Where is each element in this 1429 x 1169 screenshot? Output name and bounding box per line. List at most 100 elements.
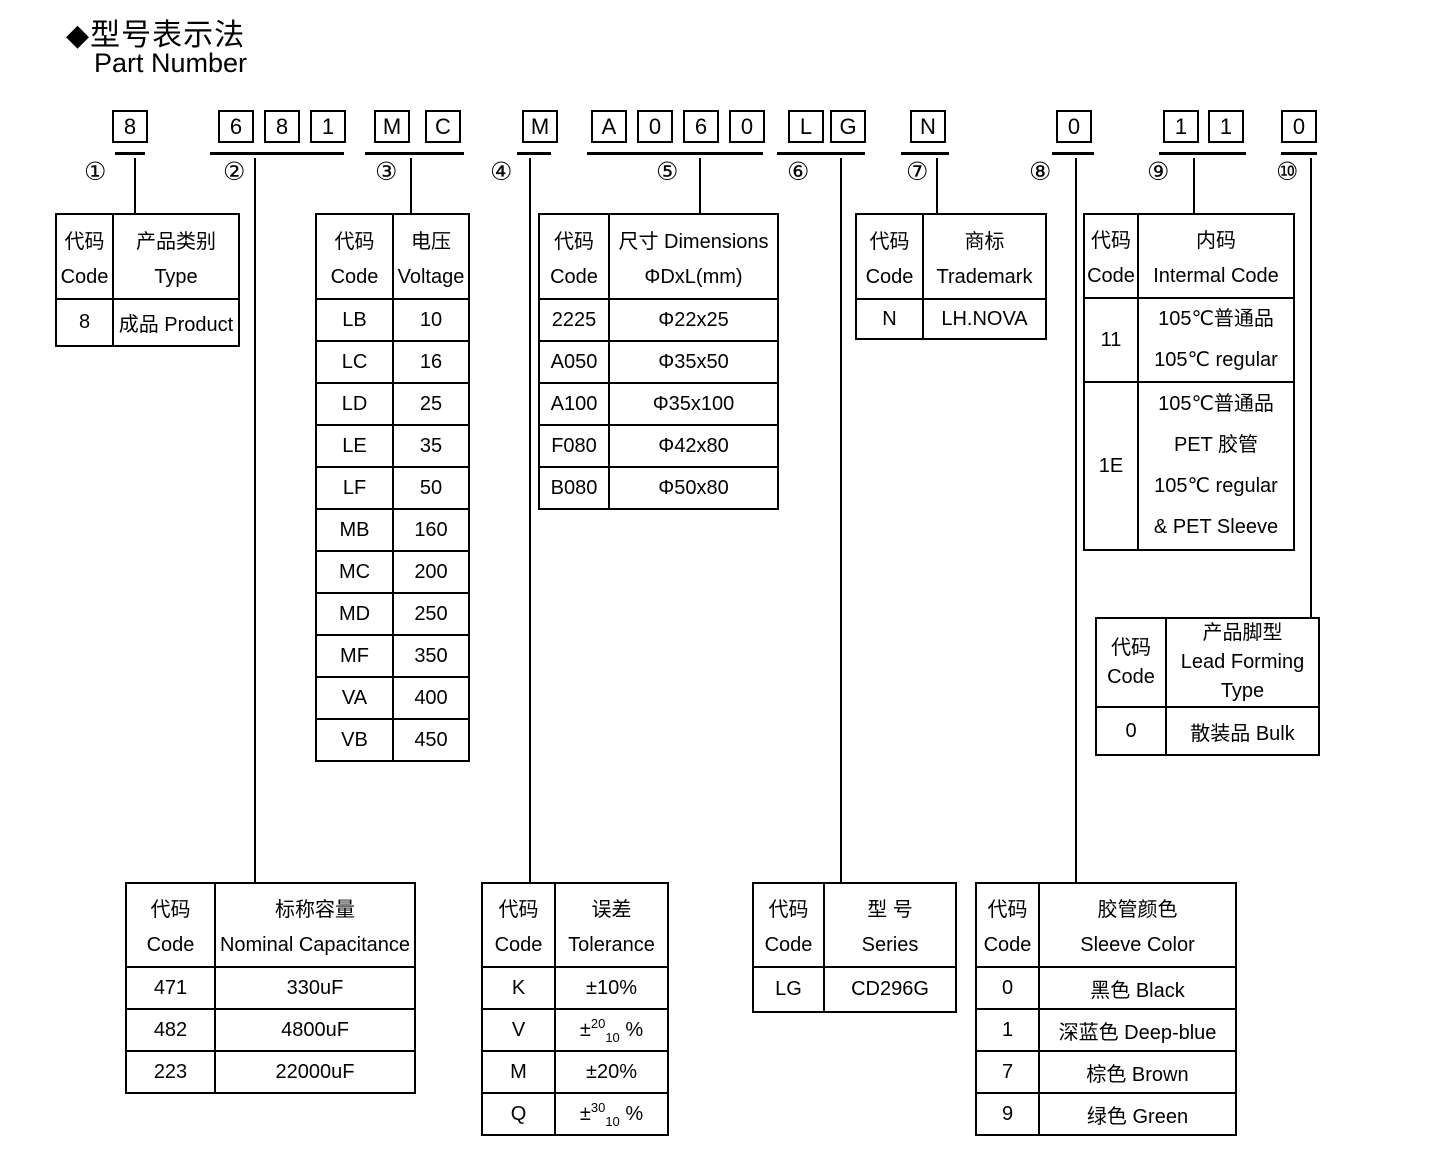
table-row: 8 成品 Product — [55, 298, 240, 347]
data-cell: LD — [315, 382, 394, 426]
data-cell: CD296G — [823, 966, 957, 1013]
connector-line — [699, 158, 701, 213]
data-cell: Φ50x80 — [608, 466, 779, 510]
data-cell: F080 — [538, 424, 610, 468]
data-cell: 0 — [975, 966, 1040, 1010]
pn-char-box: N — [910, 110, 946, 143]
data-cell: ±20% — [554, 1050, 669, 1094]
connector-line — [254, 158, 256, 882]
page-title: ◆型号表示法 — [66, 19, 246, 52]
data-cell: 1E — [1083, 381, 1139, 551]
segment-underline — [587, 152, 763, 155]
segment-marker-6: ⑥ — [787, 158, 810, 186]
pn-char-box: 1 — [1163, 110, 1199, 143]
table-row: K ±10% — [481, 966, 669, 1010]
data-cell: VA — [315, 676, 394, 720]
segment-marker-5: ⑤ — [656, 158, 679, 186]
segment-marker-8: ⑧ — [1029, 158, 1052, 186]
segment-underline — [901, 152, 949, 155]
segment-marker-7: ⑦ — [906, 158, 929, 186]
data-cell: 9 — [975, 1092, 1040, 1136]
data-cell: 10 — [392, 298, 470, 342]
data-cell: 深蓝色 Deep-blue — [1038, 1008, 1237, 1052]
pn-char-box: C — [425, 110, 461, 143]
data-cell: N — [855, 298, 924, 340]
data-cell: 50 — [392, 466, 470, 510]
data-cell: ±10% — [554, 966, 669, 1010]
table-row: M ±20% — [481, 1050, 669, 1094]
data-cell: LF — [315, 466, 394, 510]
connector-line — [1075, 158, 1077, 882]
connector-line — [840, 158, 842, 882]
table-row: LG CD296G — [752, 966, 957, 1013]
data-cell: ±3010 % — [554, 1092, 669, 1136]
segment-underline — [365, 152, 464, 155]
connector-line — [936, 158, 938, 213]
data-cell: MF — [315, 634, 394, 678]
data-cell: 成品 Product — [112, 298, 240, 347]
segment-marker-3: ③ — [375, 158, 398, 186]
data-cell: 11 — [1083, 297, 1139, 383]
data-cell: 482 — [125, 1008, 216, 1052]
data-cell: Φ35x100 — [608, 382, 779, 426]
pn-char-box: 0 — [1281, 110, 1317, 143]
data-cell: MD — [315, 592, 394, 636]
data-cell: M — [481, 1050, 556, 1094]
data-cell: 450 — [392, 718, 470, 762]
data-cell: 16 — [392, 340, 470, 384]
table-row: N LH.NOVA — [855, 298, 1047, 340]
pn-char-box: 6 — [683, 110, 719, 143]
segment-underline — [777, 152, 865, 155]
table-row: V ±2010 % — [481, 1008, 669, 1052]
table-row: 0 散装品 Bulk — [1095, 706, 1320, 756]
pn-char-box: L — [788, 110, 824, 143]
data-cell: 330uF — [214, 966, 416, 1010]
data-cell: Φ42x80 — [608, 424, 779, 468]
data-cell: 200 — [392, 550, 470, 594]
data-cell: 350 — [392, 634, 470, 678]
pn-char-box: 1 — [310, 110, 346, 143]
data-cell: LC — [315, 340, 394, 384]
segment-underline — [517, 152, 551, 155]
table-row: Q ±3010 % — [481, 1092, 669, 1136]
data-cell: Q — [481, 1092, 556, 1136]
segment-marker-10: ⑩ — [1276, 158, 1299, 186]
data-cell: LG — [752, 966, 825, 1013]
data-cell: A100 — [538, 382, 610, 426]
data-cell: 散装品 Bulk — [1165, 706, 1320, 756]
data-cell: 棕色 Brown — [1038, 1050, 1237, 1094]
data-cell: Φ35x50 — [608, 340, 779, 384]
